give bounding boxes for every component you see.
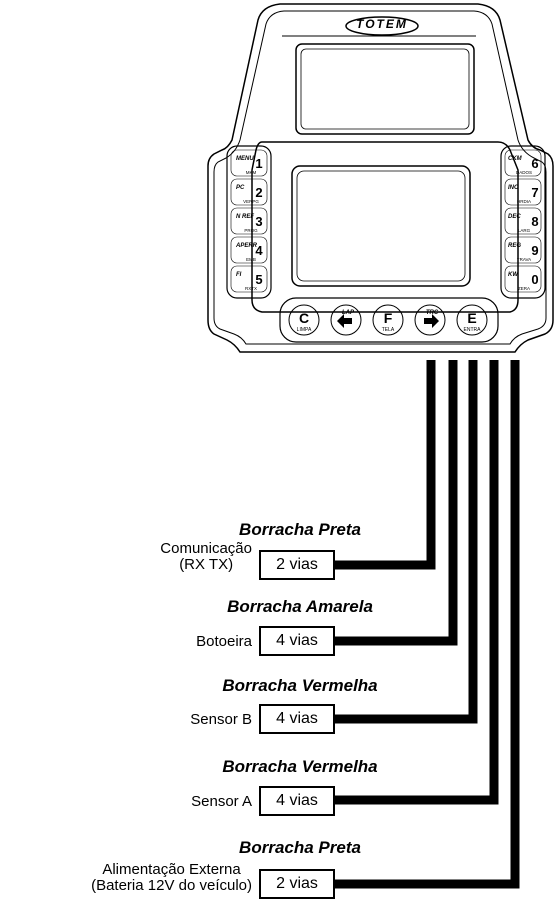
connector-ways-box: 4 vias	[259, 704, 335, 734]
cable-5	[333, 360, 520, 889]
svg-text:TELA: TELA	[382, 327, 395, 333]
function-label: Comunicação(RX TX)	[160, 541, 252, 573]
svg-text:8: 8	[531, 214, 538, 229]
device-body	[207, 3, 554, 353]
svg-text:C: C	[299, 310, 309, 326]
svg-text:DEC: DEC	[508, 214, 521, 220]
svg-text:VERPG: VERPG	[243, 199, 259, 204]
function-line: (Bateria 12V do veículo)	[91, 877, 252, 894]
svg-text:0: 0	[531, 272, 538, 287]
function-label: Botoeira	[196, 634, 252, 650]
function-line: Sensor B	[190, 711, 252, 728]
upper-display	[295, 43, 475, 135]
svg-text:PROG: PROG	[244, 228, 258, 233]
function-line: (RX TX)	[179, 556, 234, 573]
svg-text:CKM: CKM	[508, 156, 523, 162]
svg-text:FI: FI	[236, 272, 242, 278]
svg-text:9: 9	[531, 243, 538, 258]
svg-text:6: 6	[531, 156, 538, 171]
svg-text:LIMPA: LIMPA	[297, 327, 312, 333]
function-line: Botoeira	[196, 633, 252, 650]
arrow-right-icon	[424, 314, 439, 328]
svg-text:DADOS: DADOS	[516, 170, 532, 175]
main-display	[291, 165, 471, 287]
svg-text:F: F	[384, 310, 393, 326]
svg-text:ZERA: ZERA	[518, 286, 530, 291]
brand-text: TOTEM	[356, 17, 408, 31]
svg-text:ENTRA: ENTRA	[464, 327, 482, 333]
svg-text:N REF: N REF	[236, 214, 254, 220]
svg-text:HRDIA: HRDIA	[517, 199, 531, 204]
svg-text:TRC: TRC	[426, 310, 439, 316]
bottom-key-lap[interactable]: LAP	[330, 304, 362, 336]
svg-text:MENU: MENU	[236, 156, 254, 162]
connector-ways-box: 4 vias	[259, 626, 335, 656]
rubber-label: Borracha Vermelha	[222, 757, 378, 776]
cable-lines	[333, 360, 520, 889]
svg-text:LARG: LARG	[518, 228, 531, 233]
svg-text:7: 7	[531, 185, 538, 200]
svg-text:INC: INC	[508, 185, 519, 191]
svg-text:2: 2	[255, 185, 262, 200]
brand-logo	[345, 16, 419, 36]
svg-text:TRAVA: TRAVA	[517, 257, 531, 262]
cable-4	[333, 360, 499, 805]
rubber-label: Borracha Amarela	[227, 597, 373, 616]
svg-text:KW: KW	[508, 272, 519, 278]
function-line: Alimentação Externa	[102, 861, 241, 878]
function-line: Comunicação	[160, 540, 252, 557]
svg-text:PC: PC	[236, 185, 245, 191]
svg-text:RXTX: RXTX	[245, 286, 257, 291]
svg-text:3: 3	[255, 214, 262, 229]
svg-text:EMB: EMB	[246, 257, 256, 262]
svg-text:APERR: APERR	[235, 243, 258, 249]
svg-text:1: 1	[255, 156, 262, 171]
arrow-left-icon	[337, 314, 352, 328]
rubber-label: Borracha Preta	[239, 838, 361, 857]
rubber-label: Borracha Vermelha	[222, 676, 378, 695]
connector-ways-box: 2 vias	[259, 869, 335, 899]
svg-text:MKM: MKM	[246, 170, 257, 175]
connector-ways-box: 2 vias	[259, 550, 335, 580]
function-line: Sensor A	[191, 793, 252, 810]
svg-text:4: 4	[255, 243, 263, 258]
svg-text:LAP: LAP	[342, 310, 355, 316]
svg-text:REG: REG	[508, 243, 521, 249]
bottom-key-trc[interactable]: TRC	[414, 304, 446, 336]
function-label: Sensor A	[191, 794, 252, 810]
function-label: Sensor B	[190, 712, 252, 728]
cable-3	[333, 360, 478, 724]
connector-ways-box: 4 vias	[259, 786, 335, 816]
svg-text:5: 5	[255, 272, 262, 287]
function-label: Alimentação Externa(Bateria 12V do veícu…	[91, 862, 252, 894]
cable-1	[333, 360, 436, 570]
rubber-label: Borracha Preta	[239, 520, 361, 539]
svg-text:E: E	[467, 310, 476, 326]
cable-2	[333, 360, 458, 646]
